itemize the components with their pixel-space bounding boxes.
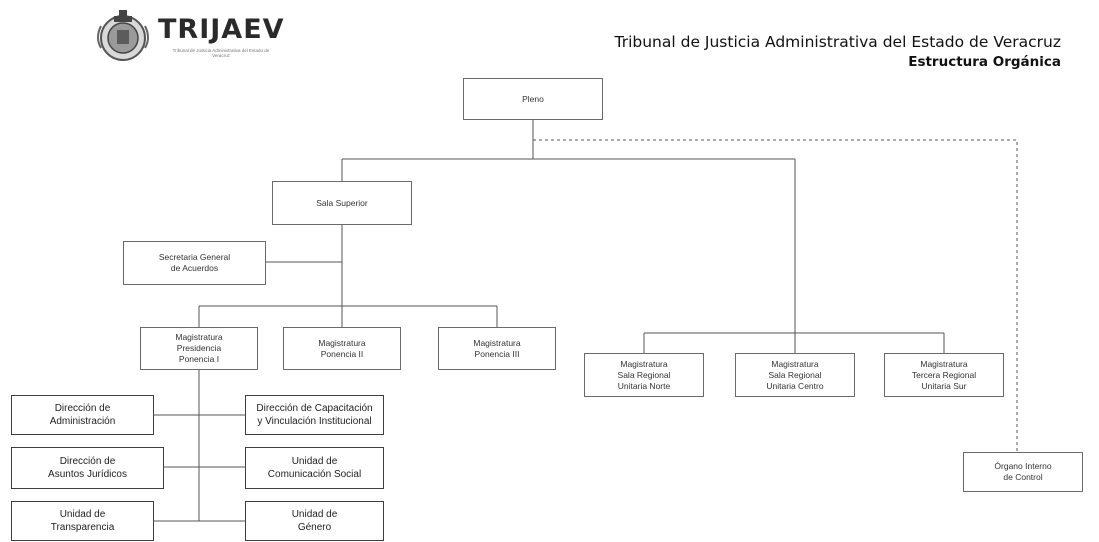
logo: TRIJAEV Tribunal de Justicia Administrat… [92,8,302,64]
node-magistratura-ponencia-1: Magistratura Presidencia Ponencia I [140,327,258,370]
page-subtitle: Estructura Orgánica [908,54,1061,70]
page-title: Tribunal de Justicia Administrativa del … [614,33,1061,51]
node-sala-regional-centro: Magistratura Sala Regional Unitaria Cent… [735,353,855,397]
logo-text: TRIJAEV [158,14,285,45]
node-pleno: Pleno [463,78,603,120]
connector-organo-control [533,139,1018,452]
node-magistratura-ponencia-2: Magistratura Ponencia II [283,327,401,370]
node-magistratura-ponencia-3: Magistratura Ponencia III [438,327,556,370]
logo-subtext: Tribunal de Justicia Administrativa del … [172,48,270,58]
node-organo-interno-control: Órgano Interno de Control [963,452,1083,492]
seal-icon [97,10,149,61]
node-unidad-transparencia: Unidad de Transparencia [11,501,154,541]
node-tercera-regional-sur: Magistratura Tercera Regional Unitaria S… [884,353,1004,397]
node-direccion-administracion: Dirección de Administración [11,395,154,435]
node-sala-regional-norte: Magistratura Sala Regional Unitaria Nort… [584,353,704,397]
node-sala-superior: Sala Superior [272,181,412,225]
node-unidad-comunicacion-social: Unidad de Comunicación Social [245,447,384,489]
node-direccion-capacitacion: Dirección de Capacitación y Vinculación … [245,395,384,435]
node-secretaria-general: Secretaria General de Acuerdos [123,241,266,285]
node-unidad-genero: Unidad de Género [245,501,384,541]
node-direccion-asuntos-juridicos: Dirección de Asuntos Jurídicos [11,447,164,489]
